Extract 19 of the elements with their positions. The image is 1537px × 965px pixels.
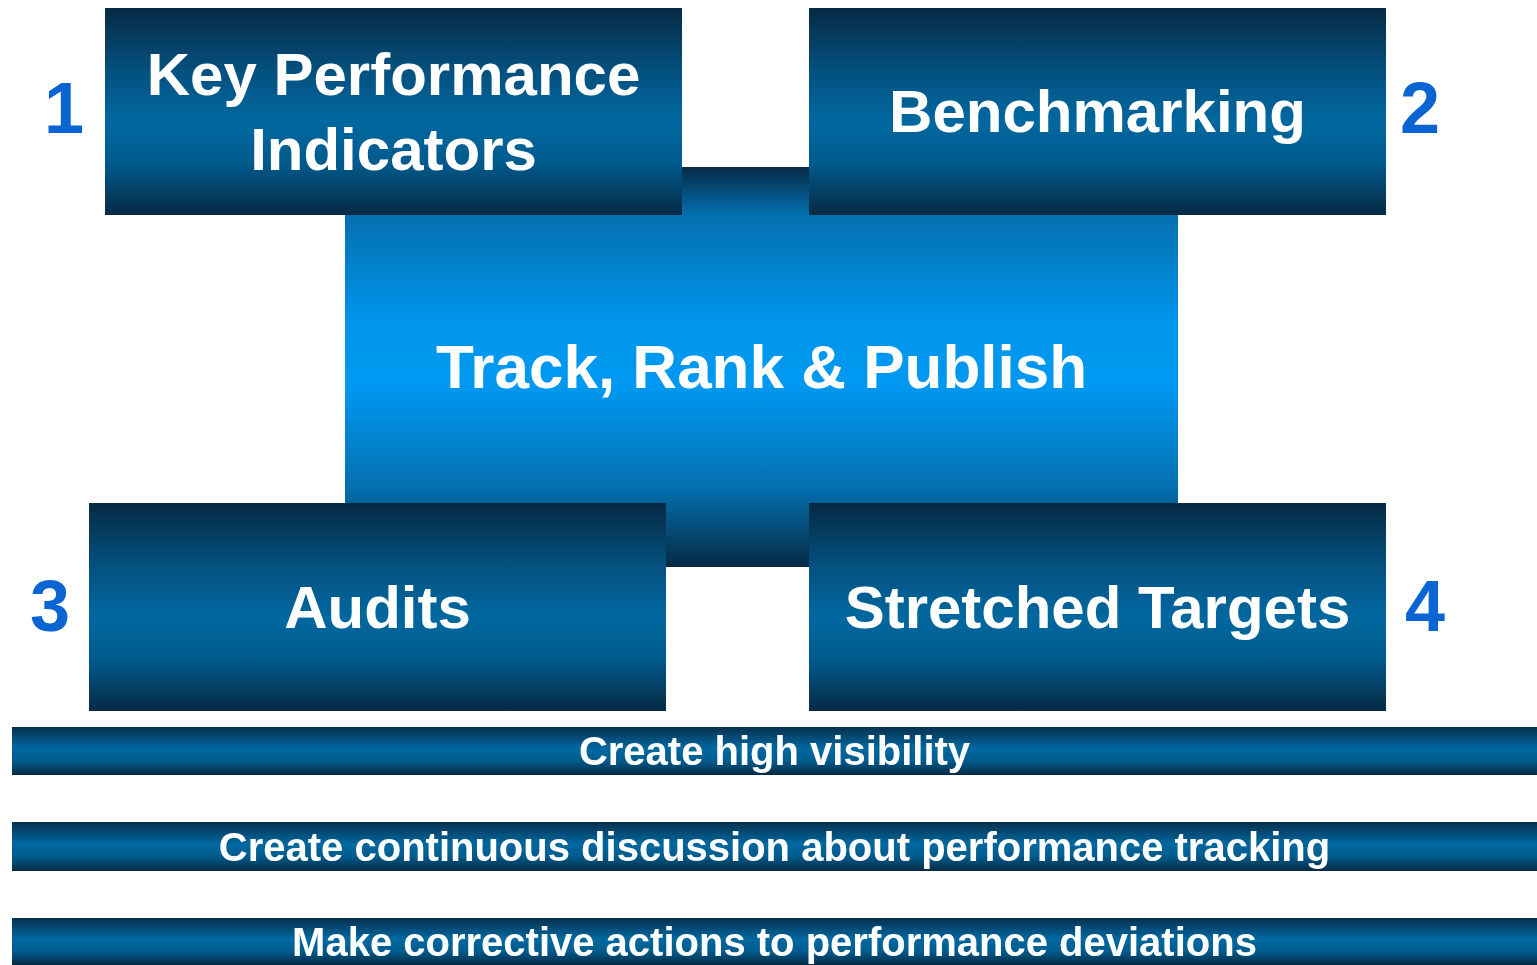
- step-number: 3: [30, 570, 71, 642]
- banner-bar: [12, 727, 1537, 775]
- step-number: 2: [1400, 72, 1441, 144]
- banner-bar: [12, 918, 1537, 965]
- process-box: [809, 8, 1386, 215]
- banner-text: Make corrective actions to performance deviations: [292, 920, 1257, 963]
- box-label: Stretched Targets: [844, 572, 1351, 643]
- process-box: [89, 503, 666, 711]
- banner-text: Create continuous discussion about performance tracking: [218, 825, 1331, 868]
- process-box: [105, 8, 682, 215]
- box-label: Benchmarking: [889, 77, 1306, 147]
- box-label: Audits: [284, 572, 471, 643]
- box-label: Key Performance Indicators: [145, 39, 642, 185]
- process-box: [809, 503, 1386, 711]
- step-number: 4: [1405, 570, 1446, 642]
- box-label: Track, Rank & Publish: [435, 331, 1088, 404]
- step-number: 1: [44, 72, 85, 144]
- banner-bar: [12, 822, 1537, 871]
- banner-text: Create high visibility: [578, 730, 971, 772]
